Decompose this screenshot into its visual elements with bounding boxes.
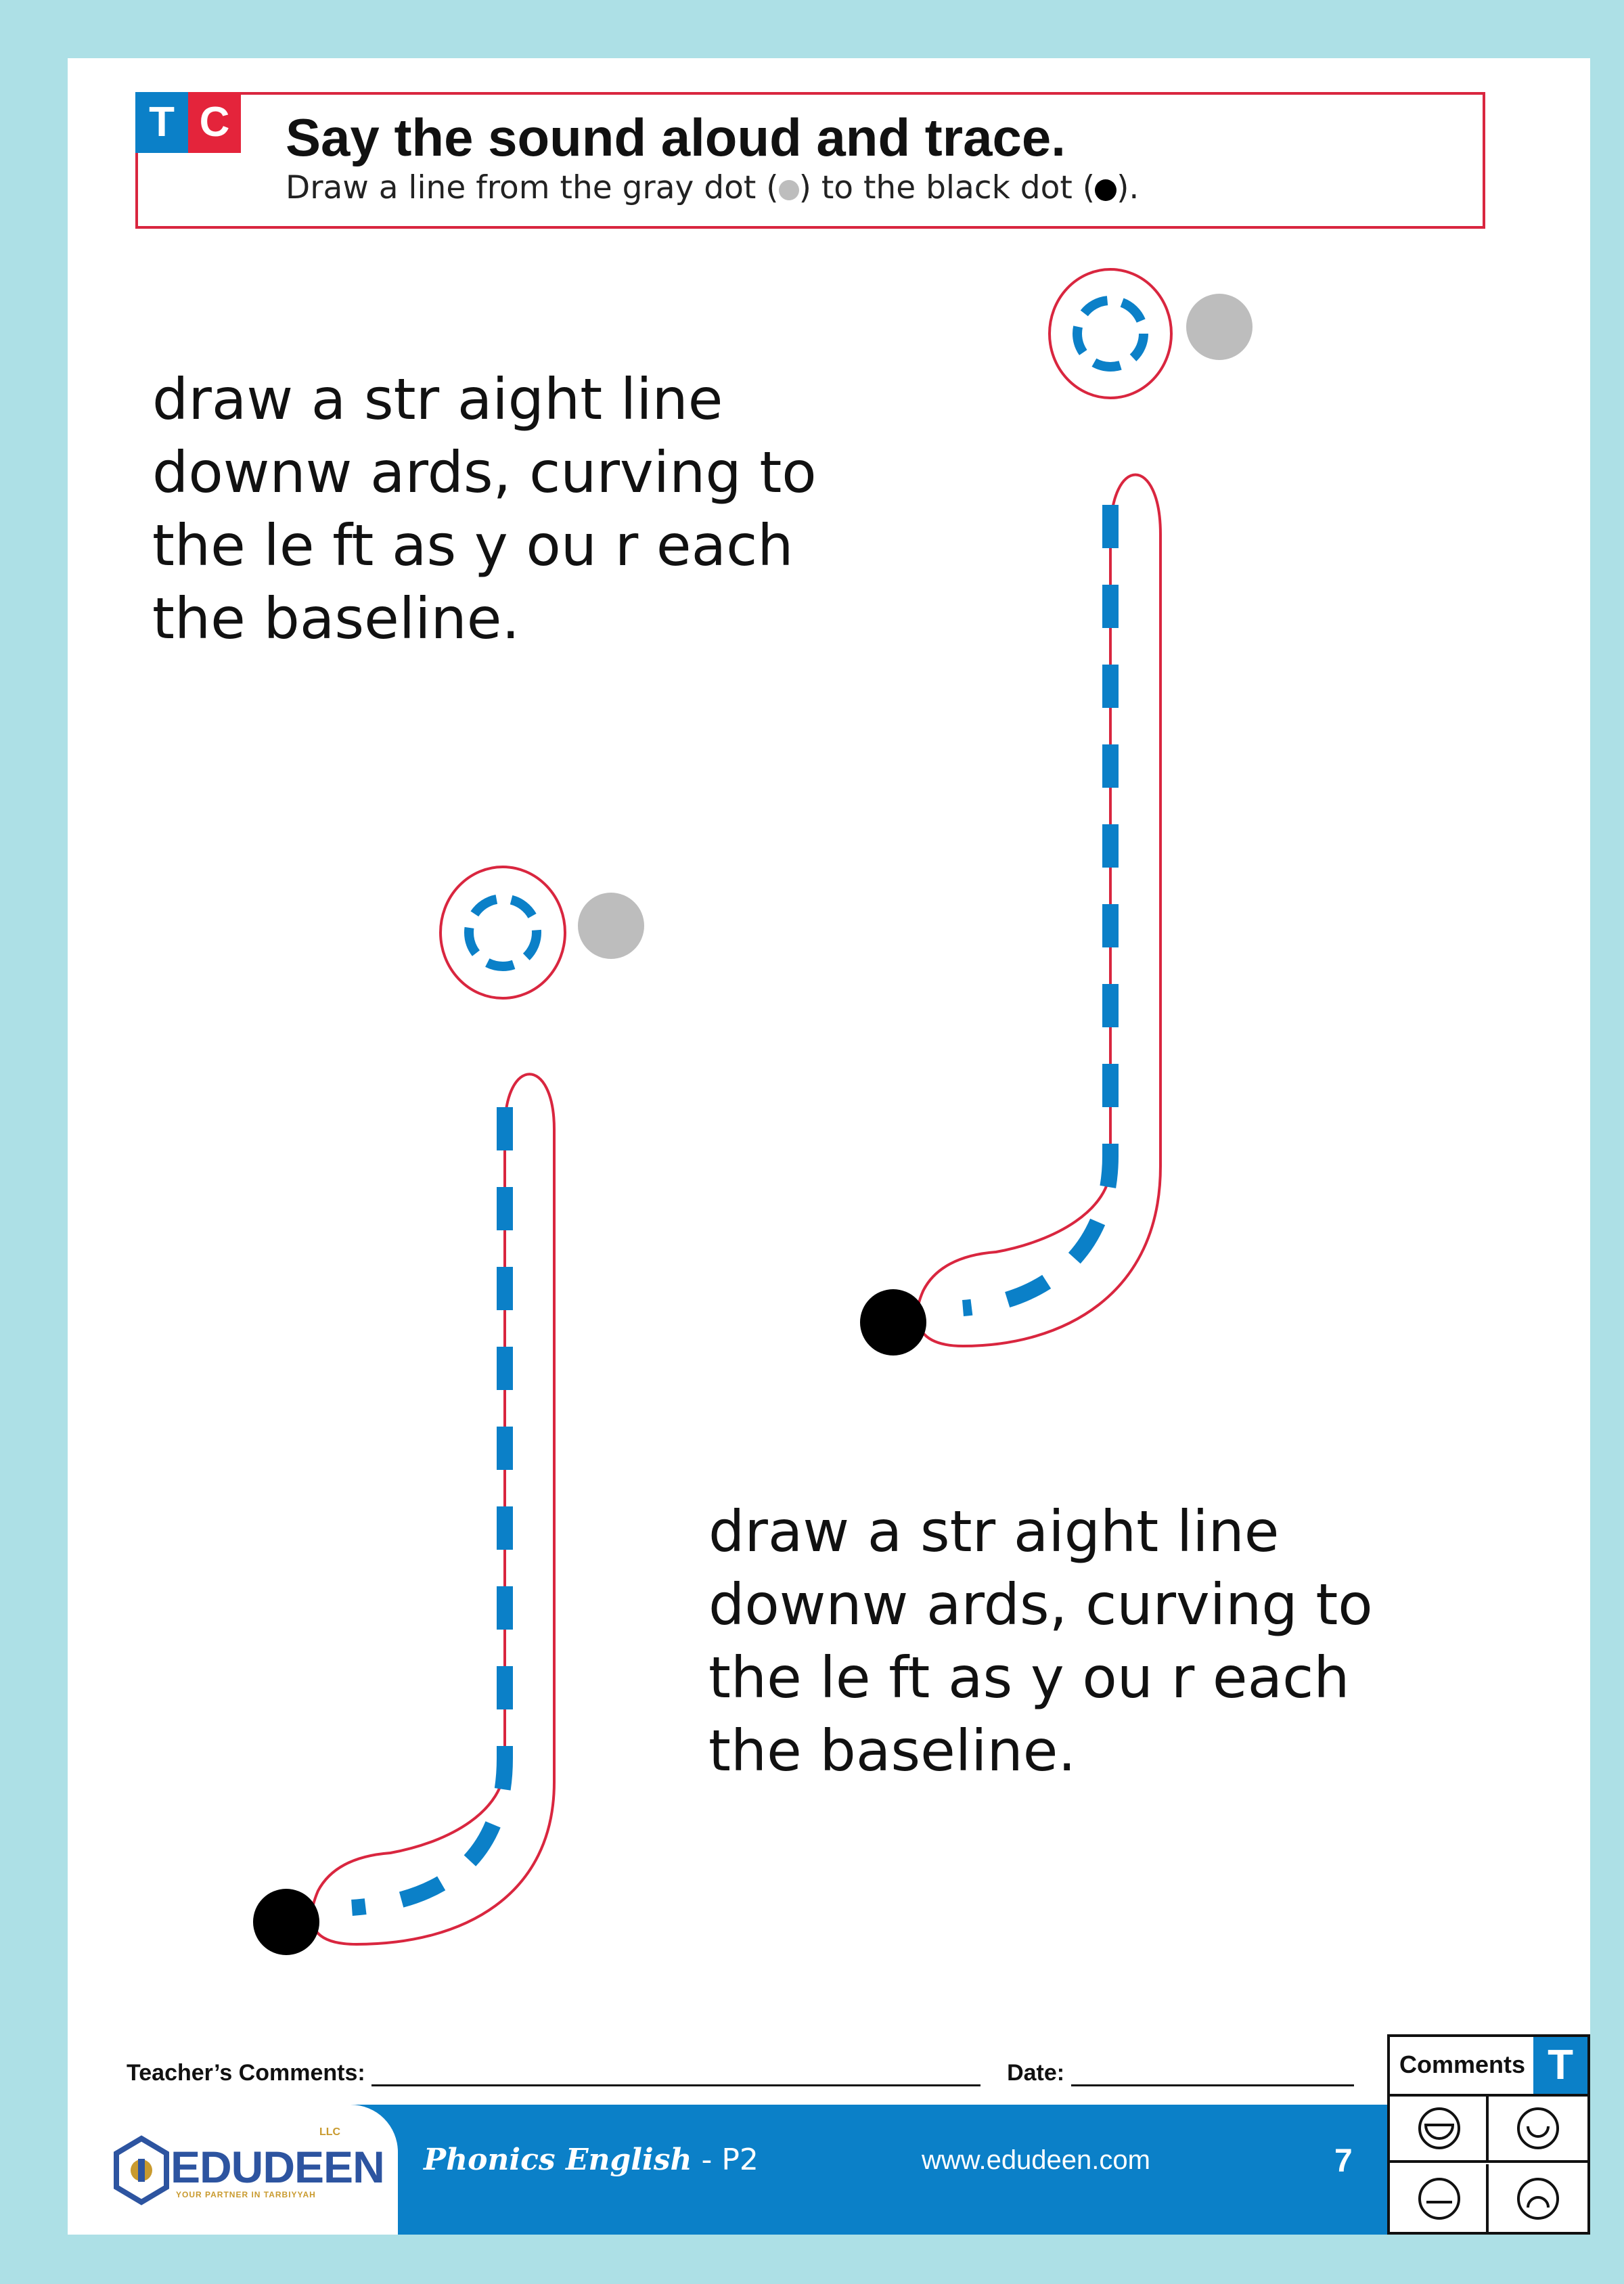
edudeen-mark-icon (114, 2135, 169, 2205)
comments-box: Comments T (1387, 2034, 1590, 2235)
page-subtitle: Draw a line from the gray dot ( ) to the … (286, 169, 1139, 206)
date-label: Date: (1007, 2060, 1065, 2086)
letter-j-trace-1[interactable] (860, 268, 1253, 1356)
instruction-line: the baseline. (152, 585, 520, 652)
teacher-comments-field[interactable] (371, 2065, 981, 2086)
logo-tagline: YOUR PARTNER IN TARBIYYAH (176, 2190, 316, 2199)
gray-start-dot (1186, 294, 1253, 360)
face-option-smiling[interactable] (1489, 2094, 1587, 2163)
gray-start-dot (578, 893, 644, 959)
face-option-neutral[interactable] (1390, 2164, 1489, 2233)
stroke-trace-guide[interactable] (962, 505, 1119, 1316)
page-title: Say the sound aloud and trace. (286, 108, 1066, 167)
subtitle-text-1: Draw a line from the gray dot ( (286, 169, 779, 206)
logo-llc: LLC (319, 2126, 341, 2138)
dot-outline (439, 866, 566, 1000)
instruction-line: the le ft as y ou r each (152, 512, 794, 579)
course-title: Phonics English (424, 2143, 692, 2177)
dot-trace-guide[interactable] (1073, 296, 1148, 372)
instruction-line: downw ards, curving to (152, 439, 817, 506)
subtitle-text-2: ) to the black dot ( (798, 169, 1096, 206)
tracing-instruction-2: draw a str aight line downw ards, curvin… (708, 1495, 1419, 1787)
face-option-sad[interactable] (1489, 2164, 1587, 2233)
gray-dot-icon (778, 179, 799, 200)
letter-j-trace-2[interactable] (253, 866, 644, 1955)
comments-t-badge: T (1533, 2037, 1587, 2094)
edudeen-logo: EDUDEEN LLC YOUR PARTNER IN TARBIYYAH (68, 2105, 398, 2235)
course-level: - P2 (692, 2143, 759, 2177)
neutral-face-icon (1418, 2178, 1460, 2220)
comments-label: Comments (1399, 2051, 1526, 2078)
c-badge: C (188, 92, 241, 153)
subtitle-text-3: ). (1116, 169, 1140, 206)
instruction-line: draw a str aight line (152, 366, 723, 432)
face-option-grinning[interactable] (1390, 2094, 1489, 2163)
instruction-line: the le ft as y ou r each (708, 1644, 1350, 1711)
grinning-face-icon (1418, 2107, 1460, 2149)
logo-edu: EDU (171, 2142, 263, 2192)
stroke-trace-guide[interactable] (351, 1107, 513, 1916)
dot-outline (1048, 268, 1173, 399)
black-dot-icon (1095, 179, 1117, 201)
black-end-dot (860, 1289, 926, 1356)
comments-header: Comments T (1390, 2037, 1587, 2097)
teacher-comments-row: Teacher’s Comments: Date: (127, 2060, 1354, 2086)
teacher-comments-label: Teacher’s Comments: (127, 2060, 365, 2086)
instruction-line: draw a str aight line (708, 1498, 1280, 1565)
website-link[interactable]: www.edudeen.com (922, 2145, 1150, 2175)
black-end-dot (253, 1889, 319, 1955)
t-badge: T (135, 92, 188, 153)
date-field[interactable] (1070, 2065, 1354, 2086)
stroke-outline (310, 1073, 556, 1946)
sad-face-icon (1517, 2178, 1559, 2220)
tracing-area[interactable] (68, 58, 1590, 2235)
logo-deen: DEEN (263, 2142, 384, 2192)
stroke-outline (916, 473, 1162, 1348)
instruction-header: T C Say the sound aloud and trace. Draw … (135, 92, 1485, 229)
instruction-line: downw ards, curving to (708, 1571, 1373, 1638)
smiling-face-icon (1517, 2107, 1559, 2149)
page-number: 7 (1334, 2143, 1353, 2179)
course-name: Phonics English - P2 (424, 2143, 759, 2177)
tracing-instruction-1: draw a str aight line downw ards, curvin… (152, 363, 863, 655)
instruction-line: the baseline. (708, 1718, 1077, 1784)
worksheet-page: T C Say the sound aloud and trace. Draw … (68, 58, 1590, 2235)
dot-trace-guide[interactable] (464, 894, 541, 971)
logo-wordmark: EDUDEEN (171, 2141, 385, 2193)
